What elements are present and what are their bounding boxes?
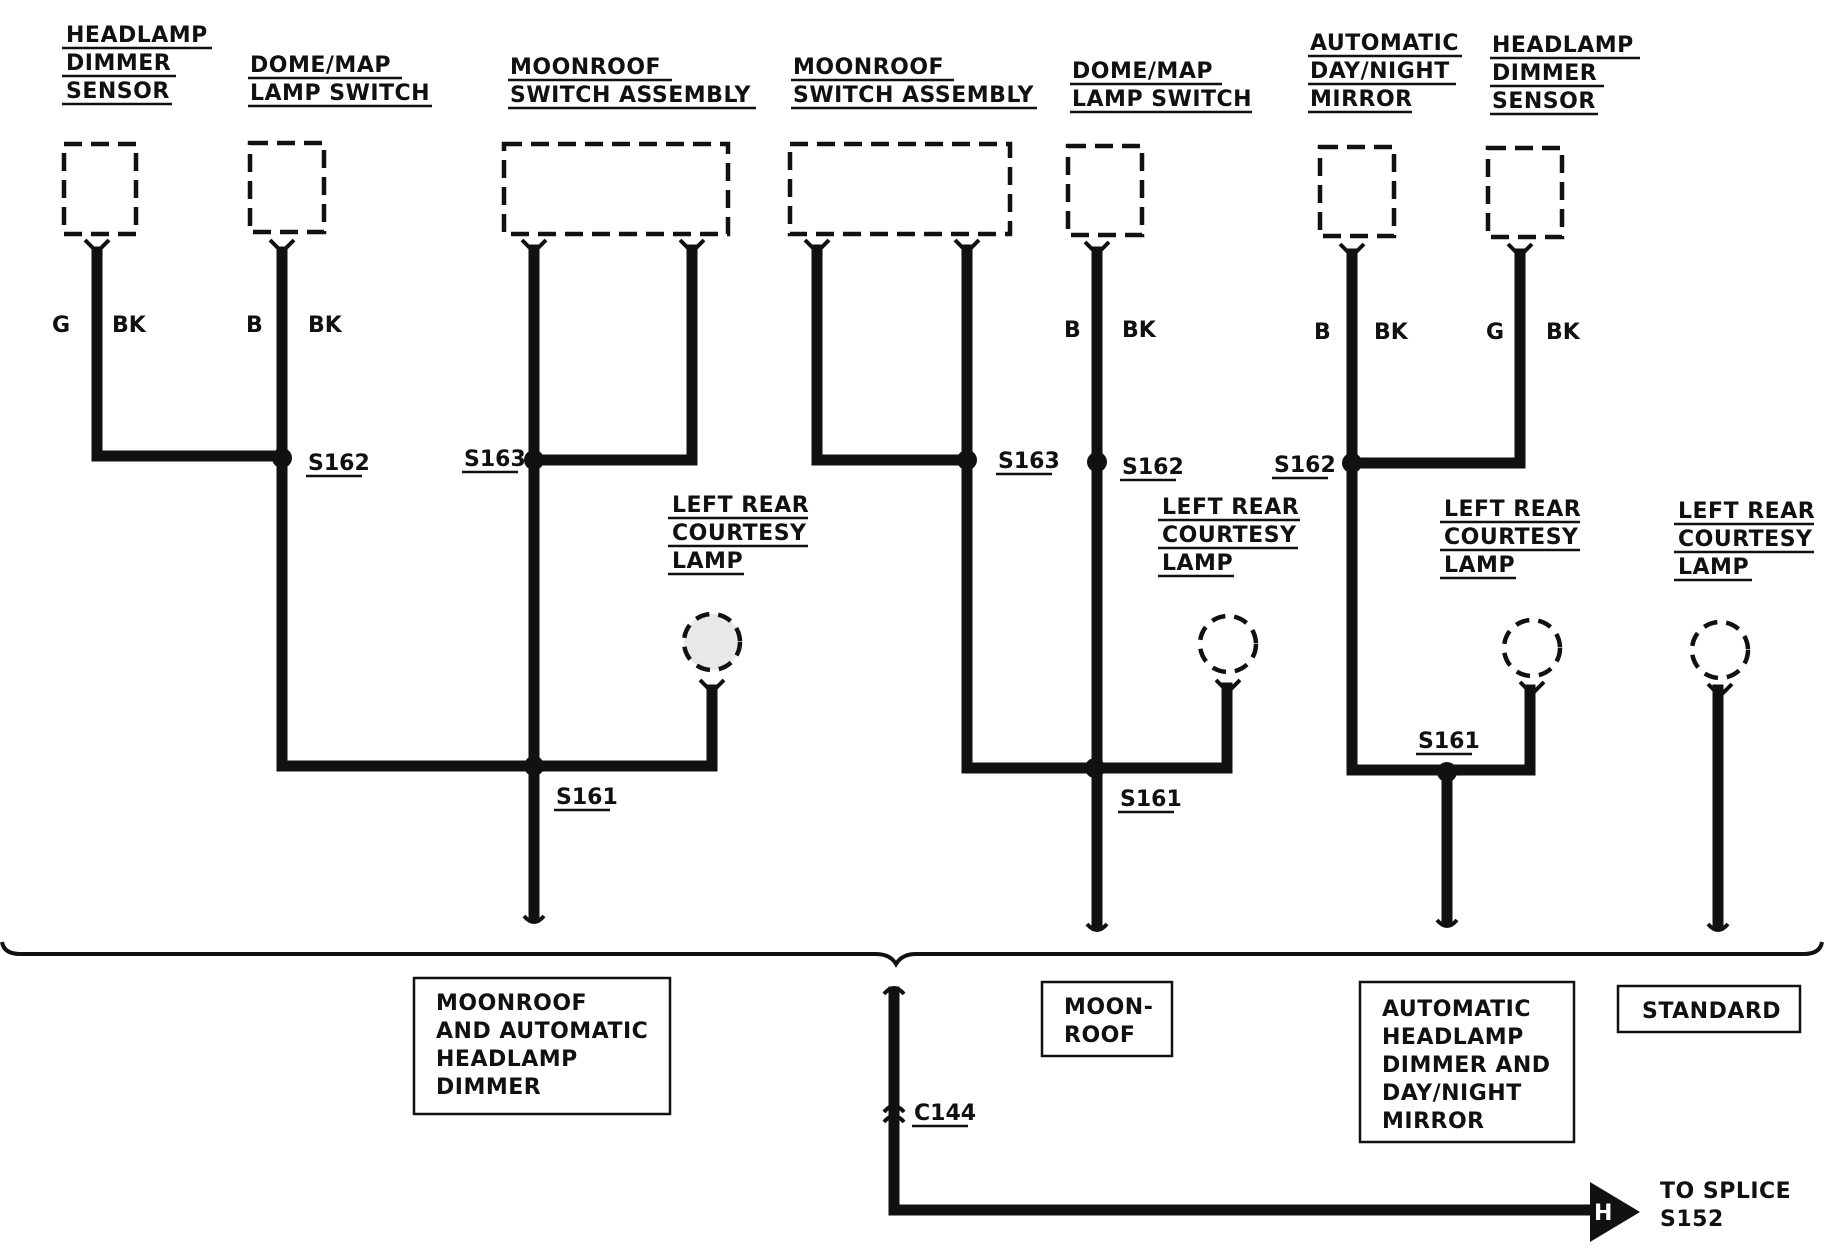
wire-color-right: BK xyxy=(1374,320,1409,345)
label-line: AUTOMATIC xyxy=(1310,31,1459,56)
label-line: LAMP SWITCH xyxy=(250,81,430,106)
wire-color-right: BK xyxy=(112,313,147,338)
splice-label: S161 xyxy=(556,785,618,810)
label-line: LEFT REAR xyxy=(1678,499,1815,524)
label-line: MOONROOF xyxy=(793,55,944,80)
label-line: DOME/MAP xyxy=(1072,59,1213,84)
label-line: LAMP SWITCH xyxy=(1072,87,1252,112)
dome-map-lamp-switch-box-1 xyxy=(247,140,327,235)
label-line: DOME/MAP xyxy=(250,53,391,78)
component-label-moonroof-switch-assembly-2: MOONROOF SWITCH ASSEMBLY xyxy=(791,55,1037,110)
option-line: AUTOMATIC xyxy=(1382,997,1531,1022)
wires xyxy=(91,244,1724,1216)
destination-line: S152 xyxy=(1660,1207,1724,1232)
option-line: DIMMER xyxy=(436,1075,541,1100)
option-line: MOON- xyxy=(1064,995,1153,1020)
label-line: HEADLAMP xyxy=(66,23,208,48)
lamp-label-left-rear-courtesy-2: LEFT REAR COURTESY LAMP xyxy=(1158,495,1300,578)
splice-label: S163 xyxy=(998,449,1060,474)
label-line: DIMMER xyxy=(66,51,171,76)
component-label-automatic-day-night-mirror: AUTOMATIC DAY/NIGHT MIRROR xyxy=(1308,31,1462,114)
wire-color-left: G xyxy=(52,313,70,338)
lamp-bulb-icon xyxy=(1689,619,1751,681)
splice-label: S162 xyxy=(1122,455,1184,480)
moonroof-switch-assembly-box-1 xyxy=(501,141,731,237)
headlamp-dimmer-sensor-box-2 xyxy=(1485,145,1565,240)
label-line: LEFT REAR xyxy=(1162,495,1299,520)
label-line: MIRROR xyxy=(1310,87,1413,112)
component-label-dome-map-lamp-switch-1: DOME/MAP LAMP SWITCH xyxy=(248,53,432,108)
option-line: DIMMER AND xyxy=(1382,1053,1551,1078)
option-line: STANDARD xyxy=(1642,999,1781,1024)
label-line: LEFT REAR xyxy=(1444,497,1581,522)
lamp-label-left-rear-courtesy-4: LEFT REAR COURTESY LAMP xyxy=(1674,499,1815,582)
option-box-standard: STANDARD xyxy=(1616,984,1802,1034)
label-line: COURTESY xyxy=(1162,523,1297,548)
splice-label: S161 xyxy=(1418,729,1480,754)
option-brace xyxy=(0,941,1824,968)
splice-label: S161 xyxy=(1120,787,1182,812)
splice-dots xyxy=(272,448,1457,782)
option-line: ROOF xyxy=(1064,1023,1135,1048)
lamp-bulb-icon xyxy=(681,611,743,673)
option-line: DAY/NIGHT xyxy=(1382,1081,1522,1106)
option-box-moonroof-and-automatic-headlamp-dimmer: MOONROOF AND AUTOMATIC HEADLAMP DIMMER xyxy=(412,976,672,1116)
wire-color-left: B xyxy=(246,313,263,338)
option-box-moonroof: MOON- ROOF xyxy=(1040,980,1174,1058)
label-line: COURTESY xyxy=(1444,525,1579,550)
option-box-automatic-headlamp-dimmer-and-day-night-mirror: AUTOMATIC HEADLAMP DIMMER AND DAY/NIGHT … xyxy=(1358,980,1576,1144)
option-line: HEADLAMP xyxy=(1382,1025,1524,1050)
label-line: HEADLAMP xyxy=(1492,33,1634,58)
option-line: MIRROR xyxy=(1382,1109,1485,1134)
label-line: SWITCH ASSEMBLY xyxy=(793,83,1035,108)
moonroof-switch-assembly-box-2 xyxy=(787,141,1013,237)
option-line: AND AUTOMATIC xyxy=(436,1019,648,1044)
headlamp-dimmer-sensor-box-1 xyxy=(61,141,139,237)
lamp-bulb-icon xyxy=(1501,617,1563,679)
label-line: DAY/NIGHT xyxy=(1310,59,1450,84)
component-label-headlamp-dimmer-sensor-1: HEADLAMP DIMMER SENSOR xyxy=(62,23,212,106)
label-line: DIMMER xyxy=(1492,61,1597,86)
destination-line: TO SPLICE xyxy=(1660,1179,1791,1204)
label-line: SENSOR xyxy=(66,79,170,104)
splice-label: S162 xyxy=(1274,453,1336,478)
label-line: SWITCH ASSEMBLY xyxy=(510,83,752,108)
wire-color-left: B xyxy=(1064,318,1081,343)
dome-map-lamp-switch-box-2 xyxy=(1065,143,1145,238)
component-label-headlamp-dimmer-sensor-2: HEADLAMP DIMMER SENSOR xyxy=(1490,33,1640,116)
label-line: COURTESY xyxy=(672,521,807,546)
option-line: MOONROOF xyxy=(436,991,587,1016)
component-label-moonroof-switch-assembly-1: MOONROOF SWITCH ASSEMBLY xyxy=(508,55,756,110)
wire-color-right: BK xyxy=(1546,320,1581,345)
wire-color-left: B xyxy=(1314,320,1331,345)
destination-marker: H xyxy=(1594,1201,1612,1226)
label-line: LAMP xyxy=(1444,553,1515,578)
label-line: LEFT REAR xyxy=(672,493,809,518)
connector-label: C144 xyxy=(914,1101,976,1126)
splice-labels: S162 S163 S161 S163 S162 S161 S162 S161 xyxy=(306,447,1480,814)
label-line: MOONROOF xyxy=(510,55,661,80)
wire-color-left: G xyxy=(1486,320,1504,345)
label-line: LAMP xyxy=(1162,551,1233,576)
component-label-dome-map-lamp-switch-2: DOME/MAP LAMP SWITCH xyxy=(1070,59,1252,114)
label-line: LAMP xyxy=(1678,555,1749,580)
destination-arrow-icon xyxy=(1590,1182,1640,1242)
connector-stubs xyxy=(83,238,1730,1124)
label-line: SENSOR xyxy=(1492,89,1596,114)
lamp-label-left-rear-courtesy-1: LEFT REAR COURTESY LAMP xyxy=(668,493,809,576)
splice-label: S162 xyxy=(308,451,370,476)
label-line: COURTESY xyxy=(1678,527,1813,552)
wire-color-right: BK xyxy=(1122,318,1157,343)
option-line: HEADLAMP xyxy=(436,1047,578,1072)
wire-color-right: BK xyxy=(308,313,343,338)
lamp-bulb-icon xyxy=(1197,613,1259,675)
label-line: LAMP xyxy=(672,549,743,574)
splice-label: S163 xyxy=(464,447,526,472)
lamp-label-left-rear-courtesy-3: LEFT REAR COURTESY LAMP xyxy=(1440,497,1581,580)
automatic-day-night-mirror-box xyxy=(1317,144,1397,239)
